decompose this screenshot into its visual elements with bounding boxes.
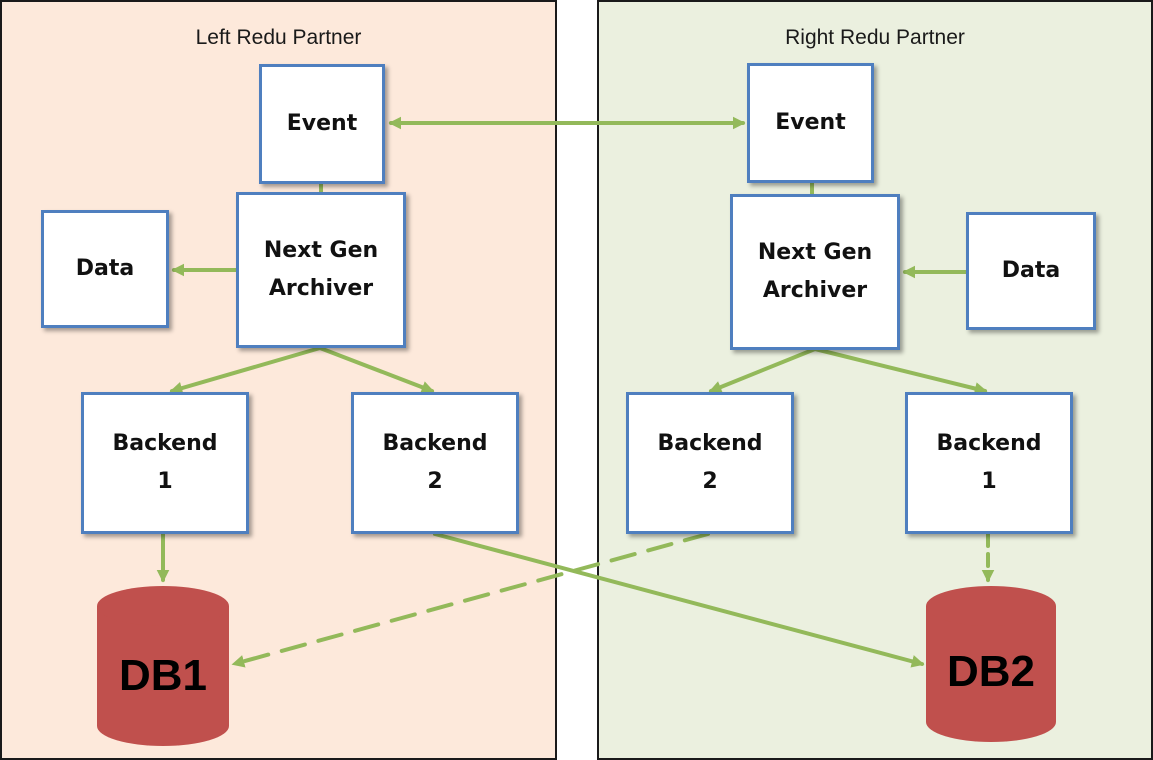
right-backend-2-node: Backend 2 xyxy=(626,392,794,534)
db1-cylinder: DB1 xyxy=(97,586,229,746)
left-data-label: Data xyxy=(75,255,135,281)
left-backend-2-label-line1: Backend xyxy=(382,430,488,456)
db2-cylinder: DB2 xyxy=(926,586,1056,742)
left-event-label: Event xyxy=(286,110,358,136)
left-archiver-label-line2: Archiver xyxy=(268,276,374,301)
right-data-label: Data xyxy=(1001,257,1061,283)
right-backend2-to-db1-arrow xyxy=(231,532,710,668)
db1-label: DB1 xyxy=(119,651,207,700)
left-backend-1-label-line1: Backend xyxy=(112,430,218,456)
left-backend-2-label-line2: 2 xyxy=(427,469,443,494)
right-archiver-label-line1: Next Gen xyxy=(757,239,873,265)
right-backend-2-label-line2: 2 xyxy=(702,469,718,494)
right-event-label: Event xyxy=(775,109,846,135)
left-backend-2-node: Backend 2 xyxy=(351,392,519,534)
left-archiver-node: Next Gen Archiver xyxy=(236,192,406,348)
right-archiver-label-line2: Archiver xyxy=(762,278,868,303)
left-archiver-to-backend1-arrow xyxy=(169,346,322,395)
left-backend-1-label-line2: 1 xyxy=(157,469,173,494)
right-archiver-node: Next Gen Archiver xyxy=(730,194,900,350)
right-partner-title: Right Redu Partner xyxy=(785,26,965,49)
left-data-node: Data xyxy=(41,210,169,328)
left-archiver-label-line1: Next Gen xyxy=(263,237,379,263)
right-backend-1-label-line2: 1 xyxy=(981,469,997,494)
db2-label: DB2 xyxy=(947,647,1035,696)
right-archiver-to-backend1-arrow xyxy=(813,347,988,395)
right-event-node: Event xyxy=(747,63,874,183)
left-backend2-to-db2-arrow xyxy=(433,532,925,668)
right-data-node: Data xyxy=(966,212,1096,330)
right-backend-1-node: Backend 1 xyxy=(905,392,1073,534)
left-backend-1-node: Backend 1 xyxy=(81,392,249,534)
right-archiver-to-backend2-arrow xyxy=(708,347,817,394)
left-event-node: Event xyxy=(259,64,385,184)
left-archiver-to-backend2-arrow xyxy=(318,346,435,394)
right-backend-2-label-line1: Backend xyxy=(657,430,763,456)
right-backend-1-label-line1: Backend xyxy=(936,430,1042,456)
left-partner-title: Left Redu Partner xyxy=(195,26,362,49)
